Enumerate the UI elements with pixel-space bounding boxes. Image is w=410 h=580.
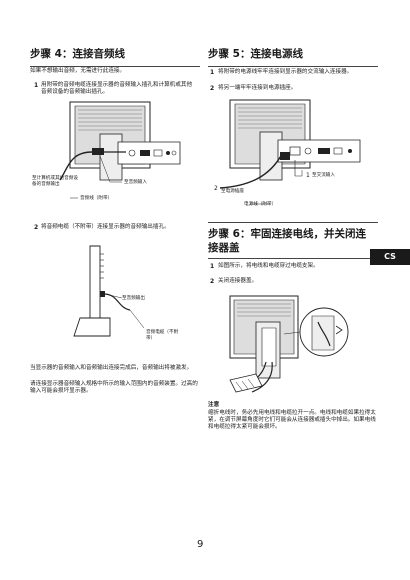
step4-item1-text: 用附带的音频电缆连接显示器的音频输入插孔和计算机或其他音频设备的音频输出插孔。 [41,82,193,96]
audio-note-paragraph-2: 请连接显示器音频输入规格中所示的输入范围内的音频装置。过高的输入可能会损坏显示器… [30,381,198,395]
step5-item2-number: 2 [210,85,215,92]
step5-title: 步骤 5：连接电源线 [208,48,303,60]
step5-item1-text: 将附带的电源线牢牢连接到显示器的交流输入连接器。 [218,69,353,75]
label-power-cord: 电源线（附带） [244,202,277,207]
label-pc-audio-out: 至计算机或其他音频设备的音频输出 [32,176,78,187]
audio-connection-figure [59,101,181,199]
step6-item1-text: 如图所示，将电线和电缆穿过电缆支架。 [218,263,319,269]
audio-note-paragraph-1: 当显示器的音频输入和音频输出连接完成后，音频输出将被激发。 [30,365,193,371]
label-audio-in: 至音频输入 [124,180,147,185]
note-text: 缩折电线时，务必先用电线和电缆拉开一点。电线和电缆如果拉得太紧，在调节屏幕角度时… [208,410,376,431]
label-audio-cable-supplied: 音频线（附带） [80,196,113,201]
step4-intro: 如果不想输出音频，无需进行此连接。 [30,68,126,74]
label-ac-in: 至交流输入 [312,173,335,178]
label-audio-cable-not-supplied: 音频电缆（不附带） [146,330,179,341]
power-connection-figure [219,99,361,205]
step6-title-rule [208,258,378,259]
marker-1: 1 [306,172,310,179]
language-tab: CS [370,249,410,265]
marker-2: 2 [214,185,218,192]
step6-title: 步骤 6：牢固连接电线，并关闭连接器盖 [208,228,366,254]
note-heading: 注意 [208,402,220,408]
step6-item1-number: 1 [210,263,215,270]
right-title-rule [208,66,378,67]
label-audio-out: 至音频输出 [122,296,145,301]
step4-item1-number: 1 [34,82,39,89]
page-number: 9 [197,539,204,550]
step5-item2-text: 将另一端牢牢连接到电源插座。 [218,85,297,91]
step6-item2-number: 2 [210,278,215,285]
step4-item2-number: 2 [34,224,39,231]
label-power-outlet: 至电源插座 [221,189,244,194]
step4-title: 步骤 4：连接音频线 [30,48,125,60]
step4-item2-text: 将音频电缆（不附带）连接显示器的音频输出插孔。 [41,224,170,230]
audio-out-figure [73,245,145,337]
cable-holder-figure [229,295,349,393]
left-title-rule [30,66,200,67]
step5-item1-number: 1 [210,69,215,76]
step6-top-rule [208,222,378,223]
step6-item2-text: 关闭连接器盖。 [218,278,258,284]
